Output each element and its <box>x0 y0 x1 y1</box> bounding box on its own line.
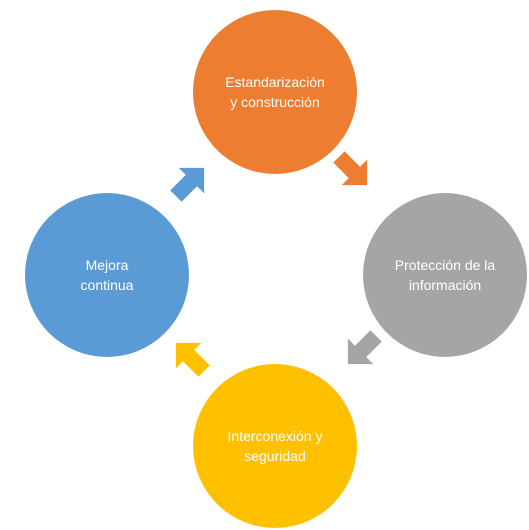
arrow-right-icon <box>333 151 368 186</box>
arrow-right-icon <box>175 342 210 377</box>
node-label: Protección de la información <box>394 257 496 293</box>
arrow-right-icon <box>347 330 382 365</box>
node-interconexion: Interconexión y seguridad <box>193 364 357 528</box>
arrow-shape <box>170 167 205 202</box>
node-label: Mejora continua <box>80 257 134 293</box>
node-mejora-continua: Mejora continua <box>25 193 189 357</box>
node-label: Estandarización y construcción <box>225 74 325 110</box>
node-estandarizacion: Estandarización y construcción <box>193 10 357 174</box>
node-label: Interconexión y seguridad <box>227 428 323 464</box>
arrow-shape <box>333 151 368 186</box>
arrow-shape <box>347 330 382 365</box>
arrow-shape <box>175 342 210 377</box>
arrow-right-icon <box>170 167 205 202</box>
node-proteccion: Protección de la información <box>363 193 527 357</box>
